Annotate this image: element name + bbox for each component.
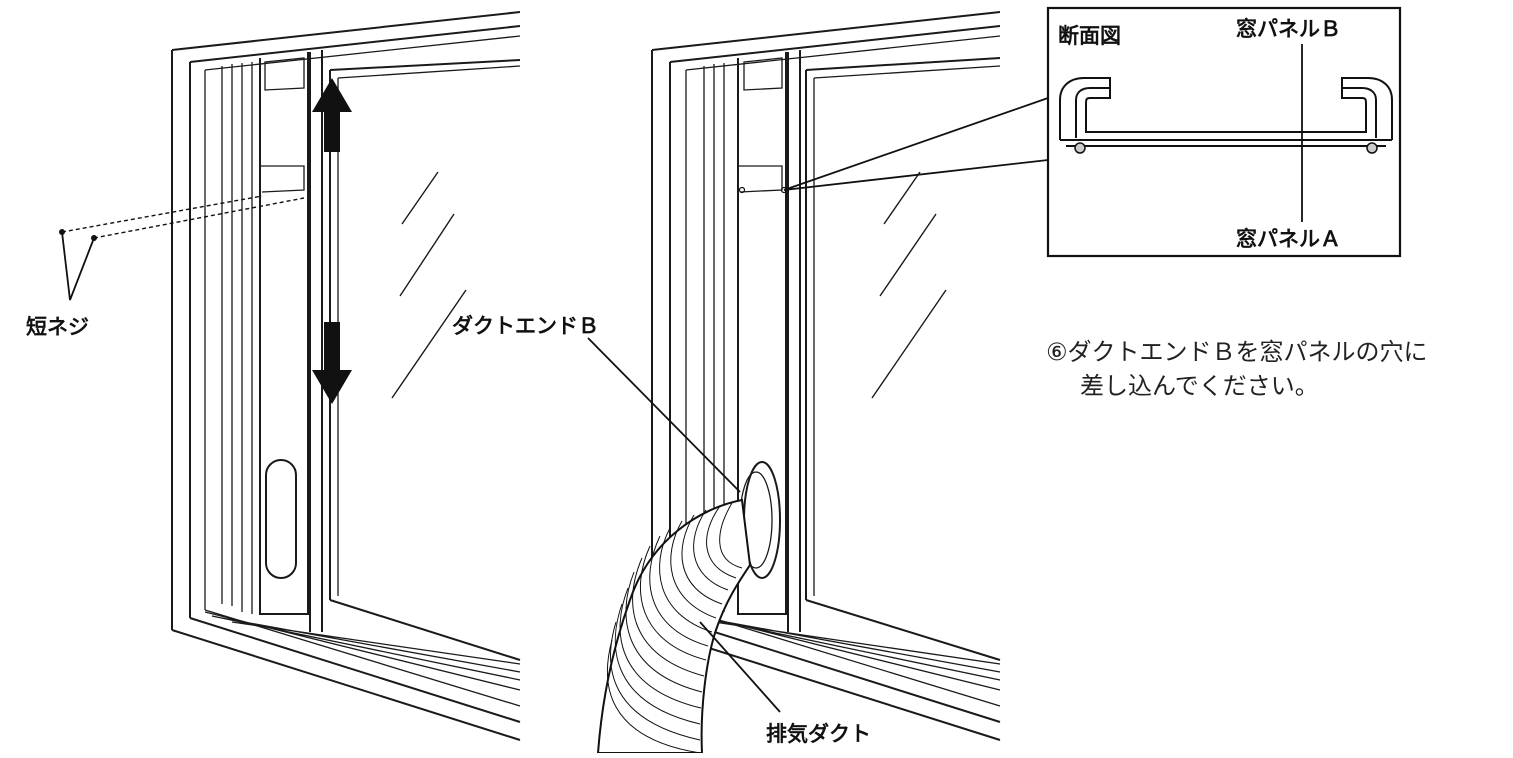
section-panel-b-profile [1075,87,1377,138]
arrow-up-icon [312,78,352,152]
left-panel-slot [265,459,297,579]
middle-window-illustration [587,11,1049,754]
section-panel-a-profile [1060,139,1392,147]
middle-sash-inner [813,65,1001,596]
middle-inner-frame [669,25,1001,723]
left-panel-a [259,52,309,615]
exhaust-duct-leader [699,621,781,713]
arrow-down-icon [312,322,352,404]
section-screw-right-icon [1366,142,1378,154]
left-sill-lines [204,611,521,691]
section-screw-left-icon [1074,142,1086,154]
exhaust-duct-label: 排気ダクト [766,722,871,746]
screw-dashed-lines [61,195,305,239]
left-vertical-rails [221,62,253,614]
left-window-illustration [59,11,521,741]
window-panel-b-label: 窓パネルＢ [1236,17,1341,41]
left-sash [329,59,521,661]
duct-end-b-label: ダクトエンドＢ [452,314,599,338]
left-panel-joint [260,165,305,193]
exhaust-duct-hose [596,498,752,754]
exhaust-duct-ribs [606,502,743,754]
middle-glass-reflection [871,171,947,399]
left-inner-frame [189,25,521,723]
left-glass-reflection [391,171,467,399]
window-panel-a-label: 窓パネルＡ [1236,227,1341,251]
left-outer-frame [171,11,521,741]
middle-sash [805,57,1001,661]
short-screw-label: 短ネジ [26,315,89,339]
section-view-box [1046,6,1402,258]
instruction-line-2: 差し込んでください。 [1080,372,1319,400]
middle-frame-line-3 [685,35,1001,707]
middle-screw-hole-1 [738,186,746,194]
left-panel-b-edge [309,50,323,632]
left-panel-top-plate [264,57,305,91]
section-panel-b-outer [1059,77,1393,140]
middle-panel-joint [738,165,783,193]
middle-sill-lines [685,611,1001,691]
middle-panel-a [737,52,787,615]
middle-panel-top-plate [743,57,783,91]
short-screw-leader [61,231,95,301]
section-view-leaders [783,97,1049,191]
duct-end-b-leader [587,337,741,493]
section-view-label: 断面図 [1058,24,1121,48]
instruction-line-1: ⑥ダクトエンドＢを窓パネルの穴に [1046,338,1428,366]
middle-panel-b-edge [787,50,801,632]
